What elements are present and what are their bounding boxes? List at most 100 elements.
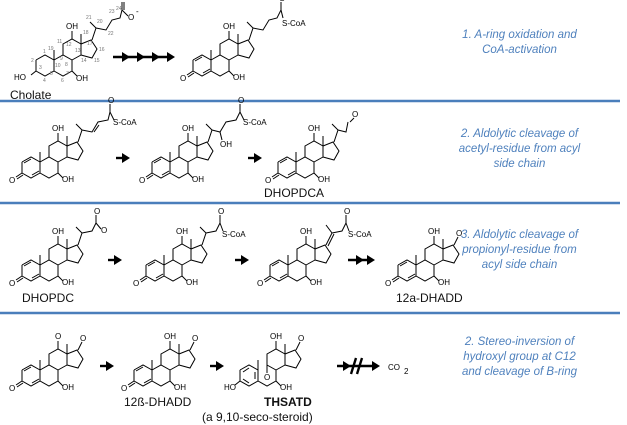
svg-text:-: - [136, 7, 139, 16]
svg-text:O: O [133, 279, 139, 288]
svg-text:O: O [265, 176, 271, 185]
step-description-1: 1. A-ring oxidation and CoA-activation [432, 28, 607, 58]
svg-text:2: 2 [31, 58, 34, 64]
svg-text:23: 23 [109, 9, 115, 15]
step-4-line-2: hydroxyl group at C12 [463, 351, 576, 363]
svg-text:8: 8 [65, 62, 68, 68]
svg-text:HO: HO [224, 383, 236, 392]
step-description-4: 2. Stereo-inversion of hydroxyl group at… [432, 335, 607, 380]
reaction-arrow [108, 255, 122, 265]
svg-text:11: 11 [57, 39, 62, 45]
svg-text:19: 19 [48, 46, 54, 52]
svg-text:20: 20 [97, 19, 103, 25]
svg-text:O: O [238, 96, 244, 105]
svg-text:OH: OH [438, 278, 450, 287]
svg-text:OH: OH [76, 74, 88, 83]
svg-text:6: 6 [61, 78, 64, 84]
svg-text:18: 18 [83, 30, 89, 36]
svg-text:OH: OH [220, 140, 232, 149]
svg-text:OH: OH [318, 175, 330, 184]
reaction-arrow [100, 361, 114, 371]
svg-text:22: 22 [108, 31, 114, 37]
svg-text:OH: OH [164, 332, 176, 341]
svg-text:14: 14 [81, 58, 87, 64]
svg-text:O: O [385, 279, 391, 288]
svg-text:O: O [128, 13, 134, 22]
svg-text:O: O [264, 373, 270, 382]
step-1-line-2: CoA-activation [482, 44, 557, 56]
svg-text:OH: OH [223, 22, 235, 31]
svg-text:15: 15 [94, 58, 100, 64]
dhadd-12b-structure: O OH OH O [121, 332, 198, 393]
svg-text:10: 10 [55, 63, 61, 69]
reaction-arrow [210, 361, 224, 371]
hydroxyacyl-coa-structure: O OH OH OH O S-CoA [139, 96, 267, 185]
thsatd-structure: HO O OH OH O [224, 332, 304, 392]
svg-text:OH: OH [233, 73, 245, 82]
svg-text:3: 3 [39, 65, 42, 71]
svg-text:O: O [456, 229, 462, 238]
svg-text:OH: OH [176, 227, 188, 236]
svg-text:O: O [9, 384, 15, 393]
svg-text:S-CoA: S-CoA [348, 230, 372, 239]
reaction-arrow [116, 153, 130, 163]
step-2-line-3: side chain [493, 158, 546, 170]
svg-text:OH: OH [310, 278, 322, 287]
svg-text:S-CoA: S-CoA [222, 230, 246, 239]
compound-label-12b-dhadd: 12ß-DHADD [124, 395, 192, 409]
svg-text:OH: OH [66, 22, 78, 31]
reaction-arrow [248, 153, 262, 163]
dhadd-12a-structure: O OH OH O [385, 227, 462, 288]
svg-text:OH: OH [300, 227, 312, 236]
svg-text:9: 9 [60, 56, 63, 62]
svg-text:O: O [180, 74, 186, 83]
diketone-structure: O OH O O [9, 332, 86, 393]
step-1-line-1: 1. A-ring oxidation and [462, 29, 577, 41]
step-4-line-1: 2. Stereo-inversion of [464, 336, 575, 348]
step-3-line-1: 3. Aldolytic cleavage of [460, 229, 579, 241]
svg-text:S-CoA: S-CoA [243, 118, 267, 127]
svg-text:OH: OH [62, 175, 74, 184]
svg-text:OH: OH [280, 383, 292, 392]
svg-text:S-CoA: S-CoA [282, 19, 306, 28]
svg-text:7: 7 [66, 71, 69, 77]
svg-text:OH: OH [182, 124, 194, 133]
svg-text:OH: OH [174, 383, 186, 392]
svg-text:17: 17 [87, 41, 93, 47]
step-4-line-3: and cleavage of B-ring [461, 366, 578, 378]
compound-label-thsatd: THSATD [264, 395, 312, 409]
multi-step-arrow-to-co2 [337, 357, 380, 375]
compound-note-seco-steroid: (a 9,10-seco-steroid) [202, 410, 313, 424]
step-2-line-2: acetyl-residue from acyl [458, 143, 581, 155]
svg-text:OH: OH [186, 278, 198, 287]
svg-text:HO: HO [14, 73, 26, 82]
svg-text:1: 1 [43, 49, 46, 55]
svg-text:O: O [352, 110, 358, 119]
svg-text:OH: OH [270, 332, 282, 341]
multi-step-arrow-1 [113, 52, 175, 62]
svg-text:OH: OH [52, 124, 64, 133]
svg-text:OH: OH [62, 383, 74, 392]
step-3-line-2: propionyl-residue from [462, 244, 577, 256]
ylidene-coa-structure: O OH OH O S-CoA [257, 207, 372, 288]
svg-text:4: 4 [43, 78, 46, 84]
svg-text:O: O [298, 334, 304, 343]
dhopdca-structure: O OH OH O [265, 110, 358, 185]
svg-text:21: 21 [86, 15, 92, 21]
reaction-arrow [235, 255, 249, 265]
co2-subscript: 2 [404, 367, 409, 376]
compound-label-dhopdca: DHOPDCA [264, 186, 324, 200]
step-3-line-3: acyl side chain [481, 259, 558, 271]
compound-label-dhopdc: DHOPDC [22, 291, 74, 305]
svg-text:O: O [55, 332, 61, 341]
compound-label-12a-dhadd: 12a-DHADD [396, 291, 463, 305]
propionyl-coa-structure: O OH OH O S-CoA [133, 207, 246, 288]
svg-text:O: O [80, 334, 86, 343]
step-description-3: 3. Aldolytic cleavage of propionyl-resid… [432, 228, 607, 273]
svg-text:OH: OH [62, 278, 74, 287]
svg-text:O: O [279, 0, 285, 3]
svg-text:O: O [9, 176, 15, 185]
svg-text:O: O [218, 207, 224, 216]
svg-text:O: O [121, 384, 127, 393]
